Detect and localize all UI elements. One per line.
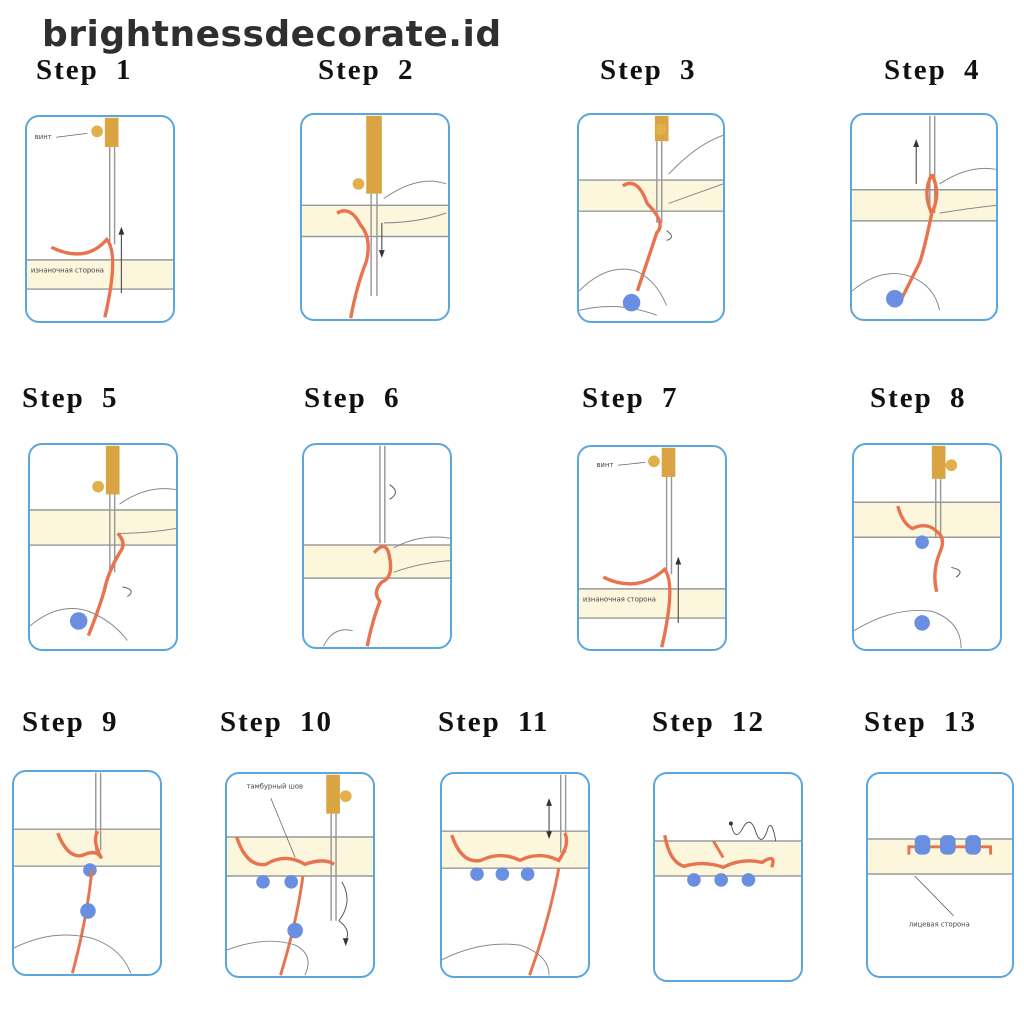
annotation-chain-stitch: тамбурный шов xyxy=(246,782,303,790)
step-2-illustration xyxy=(300,113,450,321)
step-1-label: Step 1 xyxy=(36,54,133,86)
watermark: brightnessdecorate.id xyxy=(42,14,502,55)
step-11-illustration xyxy=(440,772,590,978)
step-9-label: Step 9 xyxy=(22,706,119,738)
step-5-illustration xyxy=(28,443,178,651)
annotation-wrong-side: изнаночная сторона xyxy=(583,596,656,604)
step-4-label: Step 4 xyxy=(884,54,981,86)
step-11-label: Step 11 xyxy=(438,706,550,738)
needle-handle-icon xyxy=(104,117,119,147)
screw-icon xyxy=(352,178,365,190)
step-5-label: Step 5 xyxy=(22,382,119,414)
step-12-illustration xyxy=(653,772,803,982)
step-10-label: Step 10 xyxy=(220,706,334,738)
annotation-vint: винт xyxy=(35,133,52,141)
step-2-label: Step 2 xyxy=(318,54,415,86)
screw-icon xyxy=(91,125,103,138)
hand-icon xyxy=(383,180,447,224)
annotation-right-side: лицевая сторона xyxy=(909,921,970,929)
step-3-label: Step 3 xyxy=(600,54,697,86)
step-3-illustration xyxy=(577,113,725,323)
step-6-illustration xyxy=(302,443,452,649)
step-12-label: Step 12 xyxy=(652,706,766,738)
thread-icon xyxy=(50,236,115,318)
punch-needle-diagram: винт изнаночная сторона xyxy=(27,117,173,318)
step-13-illustration: лицевая сторона xyxy=(866,772,1014,978)
step-7-illustration: винт изнаночная сторона xyxy=(577,445,727,651)
step-8-illustration xyxy=(852,443,1002,651)
step-4-illustration xyxy=(850,113,998,321)
step-9-illustration xyxy=(12,770,162,976)
annotation-wrong-side: изнаночная сторона xyxy=(31,267,104,275)
arrow-up-icon xyxy=(118,226,125,235)
step-6-label: Step 6 xyxy=(304,382,401,414)
step-1-illustration: винт изнаночная сторона xyxy=(25,115,175,323)
needle-handle-icon xyxy=(366,115,382,194)
step-13-label: Step 13 xyxy=(864,706,978,738)
step-7-label: Step 7 xyxy=(582,382,679,414)
bead-icon xyxy=(622,293,641,312)
step-10-illustration: тамбурный шов xyxy=(225,772,375,978)
annotation-vint: винт xyxy=(597,461,614,469)
step-8-label: Step 8 xyxy=(870,382,967,414)
arrow-down-icon xyxy=(378,250,385,258)
